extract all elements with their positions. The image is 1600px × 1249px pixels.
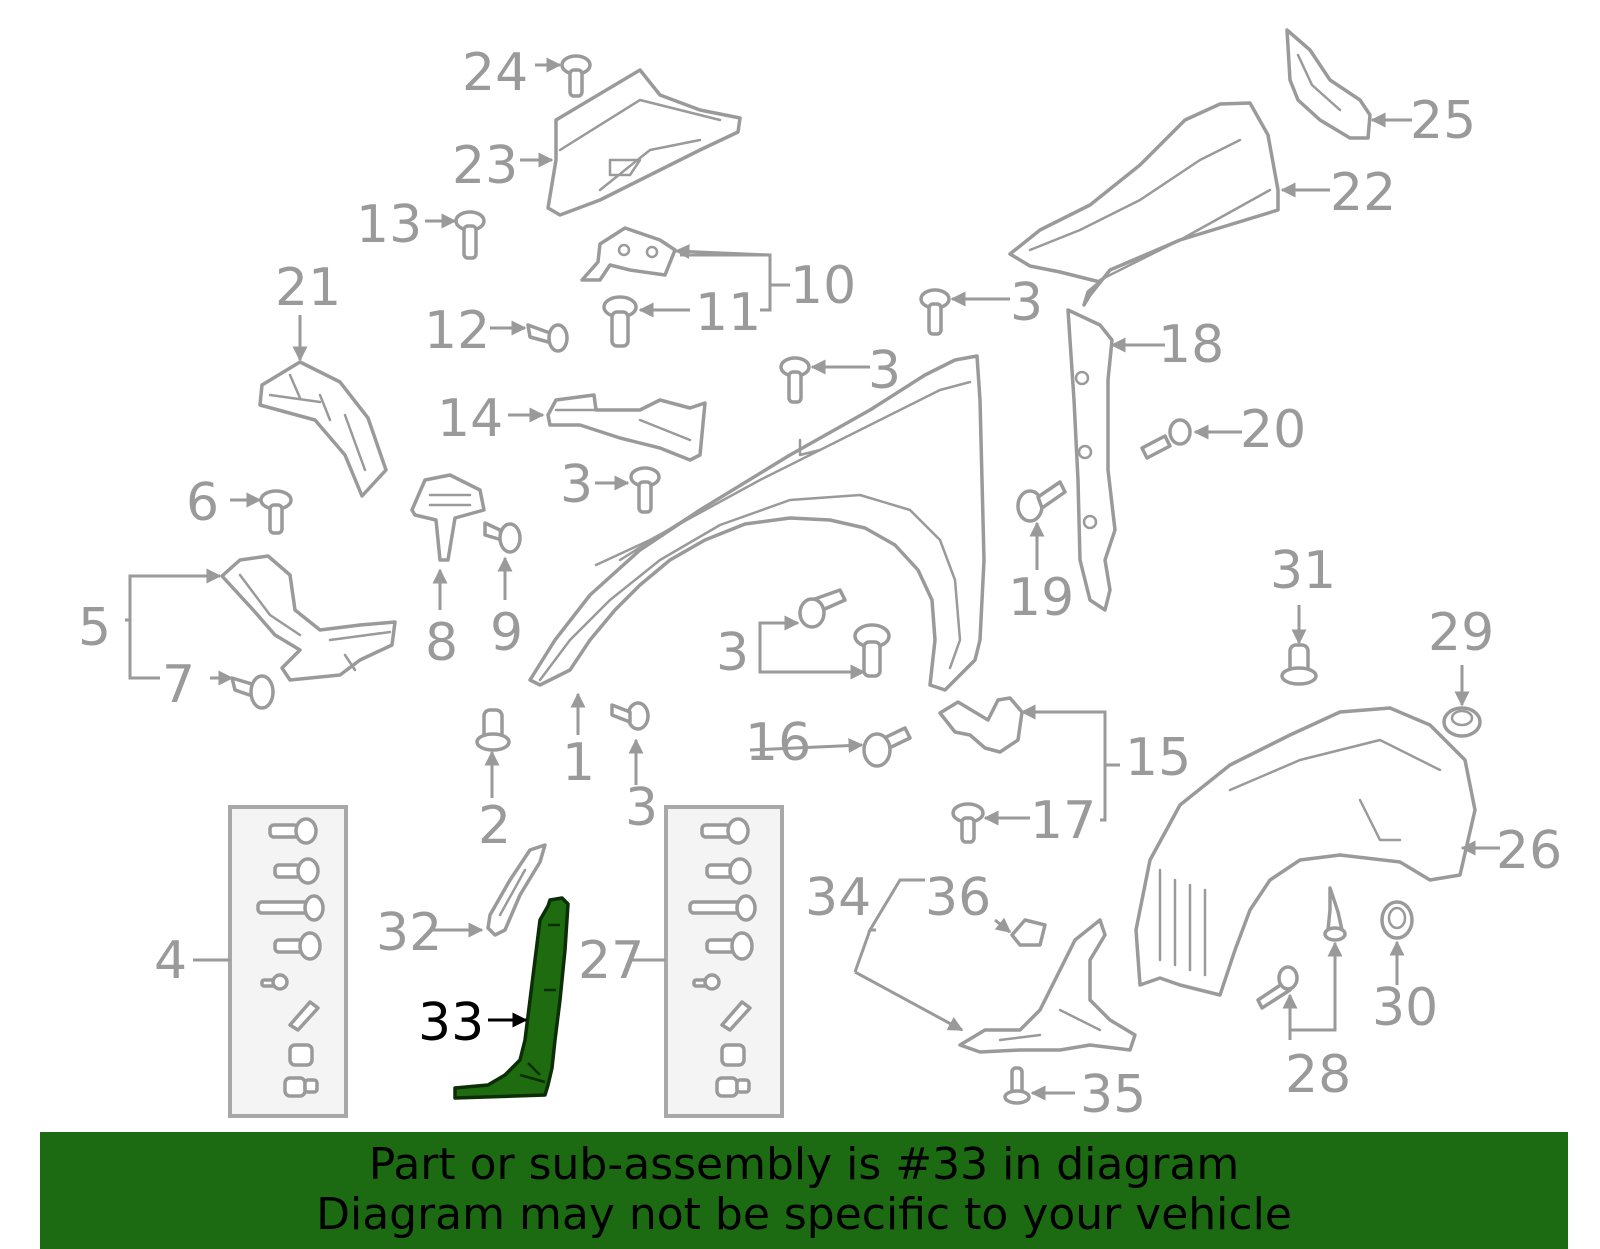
callout-3: 3 [868, 341, 901, 401]
callout-29: 29 [1428, 603, 1494, 663]
callout-36: 36 [925, 868, 991, 928]
callout-13: 13 [356, 195, 422, 255]
callout-16: 16 [745, 713, 811, 773]
callout-20: 20 [1240, 400, 1306, 460]
callout-23: 23 [452, 136, 518, 196]
callout-3: 3 [716, 623, 749, 683]
callout-22: 22 [1330, 163, 1396, 223]
callout-2: 2 [478, 796, 511, 856]
callout-18: 18 [1158, 315, 1224, 375]
callout-15: 15 [1125, 728, 1191, 788]
part-18-panel [1066, 308, 1117, 612]
part-16-bolt [862, 726, 912, 768]
part-11-nut [602, 295, 638, 348]
callout-6: 6 [186, 473, 219, 533]
part-1-fender [528, 354, 986, 692]
part-17-bolt [951, 802, 985, 844]
callout-3: 3 [1010, 273, 1043, 333]
part-12-bolt [526, 323, 569, 353]
part-9-bolt [483, 521, 522, 554]
callout-3: 3 [625, 778, 658, 838]
part-20-bolt [1140, 418, 1192, 460]
part-31-clip [1280, 643, 1318, 686]
callout-1: 1 [562, 733, 595, 793]
fastener-kit-27 [664, 805, 784, 1118]
callout-34: 34 [805, 868, 871, 928]
part-19-bolt [1016, 480, 1067, 523]
part-29-plug [1442, 706, 1482, 738]
callout-28: 28 [1285, 1045, 1351, 1105]
part-28-fasteners [1256, 886, 1347, 1010]
part-3-fasteners [610, 288, 951, 731]
part-30-clip [1380, 900, 1414, 940]
callout-32: 32 [376, 903, 442, 963]
callout-35: 35 [1080, 1065, 1146, 1125]
callout-5: 5 [78, 598, 111, 658]
part-24-bolt [560, 54, 592, 98]
callout-31: 31 [1270, 541, 1336, 601]
callout-30: 30 [1372, 978, 1438, 1038]
callout-12: 12 [424, 301, 490, 361]
callout-27: 27 [578, 931, 644, 991]
callout-14: 14 [437, 389, 503, 449]
callout-17: 17 [1030, 791, 1096, 851]
callout-11: 11 [695, 283, 761, 343]
part-2-clip [475, 708, 511, 752]
callout-10: 10 [790, 256, 856, 316]
info-banner: Part or sub-assembly is #33 in diagram D… [40, 1132, 1568, 1249]
part-35-bolt [1003, 1066, 1031, 1105]
part-36-clip [1010, 918, 1047, 947]
part-33-highlighted [453, 896, 570, 1100]
banner-line-2: Diagram may not be specific to your vehi… [316, 1189, 1292, 1240]
part-22-rail [1008, 101, 1280, 307]
banner-line-1: Part or sub-assembly is #33 in diagram [368, 1139, 1240, 1190]
part-26-liner [1134, 706, 1477, 997]
part-15-bracket [938, 696, 1024, 754]
part-13-bolt [454, 210, 486, 260]
callout-26: 26 [1496, 821, 1562, 881]
callout-19: 19 [1008, 568, 1074, 628]
callout-25: 25 [1410, 91, 1476, 151]
part-23 [546, 68, 742, 217]
part-14-bracket [546, 393, 707, 462]
callout-4: 4 [154, 931, 187, 991]
leader-lines [125, 57, 1500, 1101]
callout-9: 9 [490, 603, 523, 663]
callout-24: 24 [462, 43, 528, 103]
callout-33: 33 [418, 993, 484, 1053]
part-32-trim [486, 843, 547, 937]
callout-8: 8 [425, 613, 458, 673]
part-34-liner [958, 918, 1137, 1054]
part-10-bracket [580, 226, 677, 282]
callout-labels: 24 23 13 21 12 11 10 14 6 8 9 5 7 2 1 16… [78, 43, 1562, 1125]
callout-3: 3 [560, 455, 593, 515]
part-8-bracket [410, 473, 486, 562]
part-5-bracket [220, 554, 397, 682]
callout-21: 21 [275, 258, 341, 318]
fastener-kit-4 [228, 805, 348, 1118]
part-21 [258, 360, 388, 498]
callout-7: 7 [162, 655, 195, 715]
part-25-panel [1285, 28, 1372, 140]
part-6-bolt [259, 489, 293, 535]
part-7-bolt [230, 674, 275, 710]
